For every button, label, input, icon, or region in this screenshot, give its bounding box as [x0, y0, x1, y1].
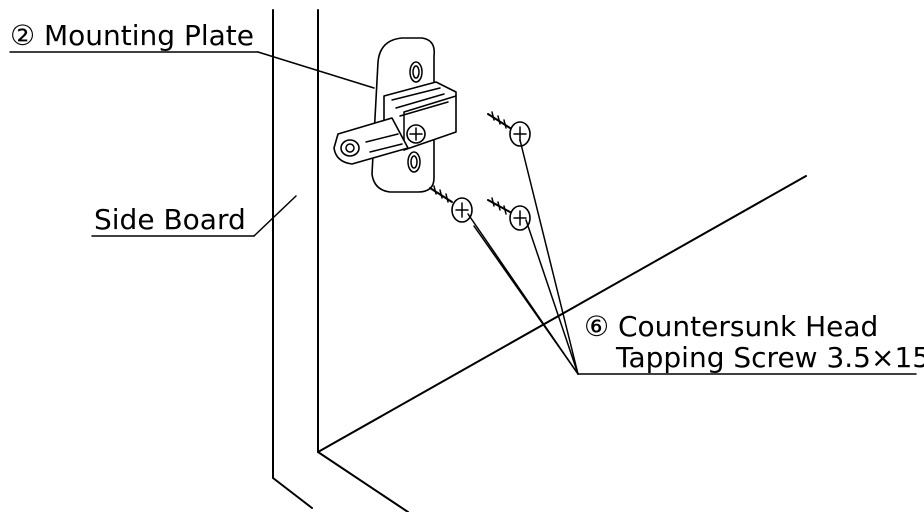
leader-side-board: [91, 195, 297, 237]
side-board: [272, 9, 807, 512]
label-mounting-plate: ② Mounting Plate: [10, 19, 254, 52]
screw-bottom-right: [487, 197, 531, 231]
leader-screws: [467, 139, 917, 375]
label-side-board: Side Board: [94, 203, 246, 236]
leader-mounting-plate: [9, 51, 375, 89]
mounting-plate: [333, 37, 457, 193]
label-screw-line1: ⑥ Countersunk Head: [584, 310, 878, 343]
label-screw-line2: Tapping Screw 3.5×15: [615, 341, 924, 374]
screw-top-right: [487, 111, 531, 147]
screw-bottom-left: [429, 185, 473, 223]
